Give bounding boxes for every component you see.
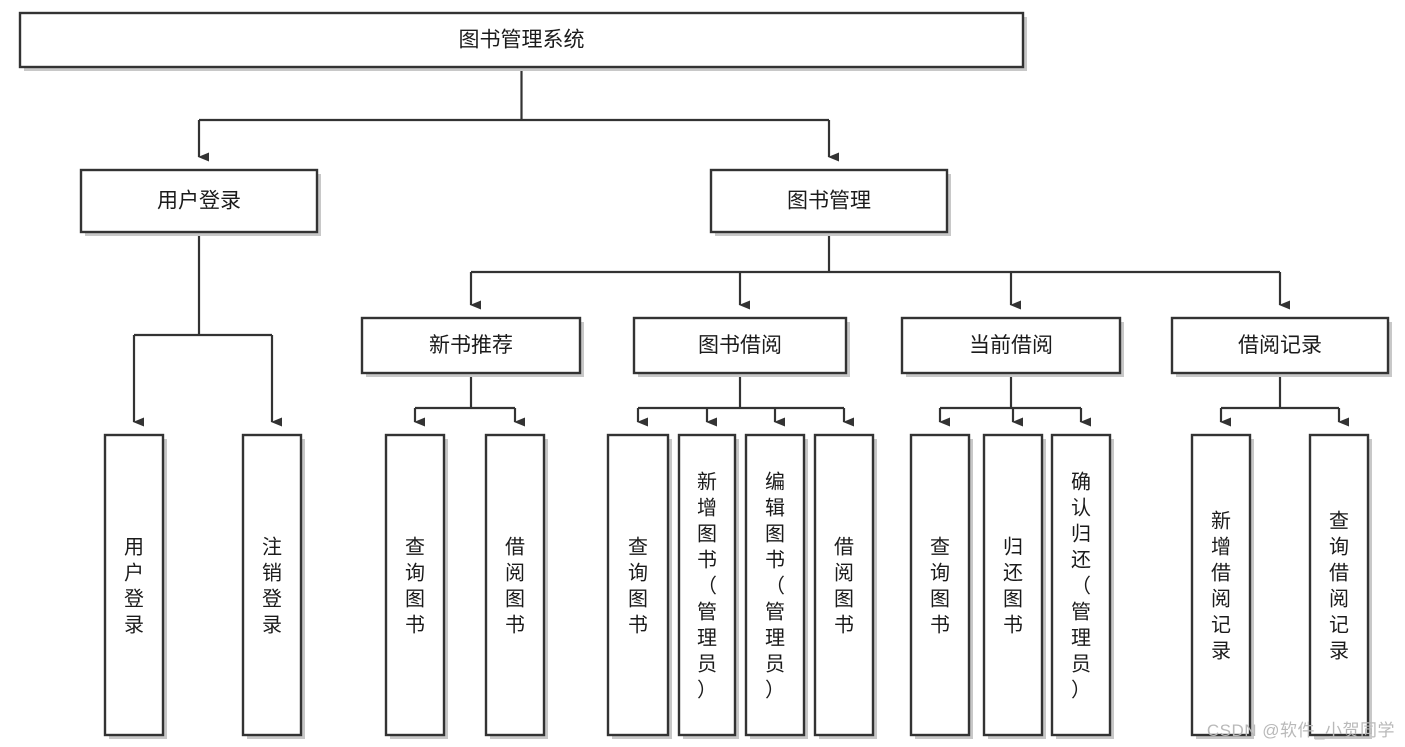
node-rect (18, 11, 1025, 69)
node-rect (103, 433, 165, 737)
node-label: 新增图书（管理员） (697, 470, 717, 701)
node-label: 用户登录 (124, 536, 144, 636)
node-query-book-3[interactable]: 查询图书 (909, 433, 973, 739)
node-add-book-admin[interactable]: 新增图书（管理员） (677, 433, 739, 739)
node-user-logout[interactable]: 注销登录 (241, 433, 305, 739)
node-label: 新书推荐 (429, 334, 513, 357)
node-rect (709, 168, 949, 234)
node-label: 图书借阅 (698, 334, 782, 357)
node-rect (744, 433, 806, 737)
node-rect (813, 433, 875, 737)
connector-layer (132, 67, 1349, 427)
node-label: 新增借阅记录 (1211, 509, 1231, 662)
node-rect (1050, 433, 1112, 737)
node-rect (632, 316, 848, 375)
node-label: 查询图书 (930, 535, 950, 636)
node-query-book-1[interactable]: 查询图书 (384, 433, 448, 739)
node-layer: 图书管理系统用户登录用户登录注销登录图书管理新书推荐查询图书借阅图书图书借阅查询… (18, 11, 1392, 739)
node-label: 借阅记录 (1238, 334, 1322, 357)
node-label: 归还图书 (1003, 535, 1023, 636)
node-borrow-record[interactable]: 借阅记录 (1170, 316, 1392, 377)
node-label: 查询图书 (405, 535, 425, 636)
node-rect (79, 168, 319, 234)
node-rect (900, 316, 1122, 375)
node-label: 借阅图书 (834, 535, 854, 636)
node-rect (1190, 433, 1252, 737)
node-label: 确认归还（管理员） (1071, 470, 1091, 701)
node-label: 查询图书 (628, 535, 648, 636)
node-return-book[interactable]: 归还图书 (982, 433, 1046, 739)
node-rect (1170, 316, 1390, 375)
node-rect (982, 433, 1044, 737)
node-book-manage[interactable]: 图书管理 (709, 168, 951, 236)
node-rect (1308, 433, 1370, 737)
node-label: 当前借阅 (969, 334, 1053, 357)
node-label: 查询借阅记录 (1329, 509, 1349, 662)
node-rect (360, 316, 582, 375)
node-rect (677, 433, 737, 737)
node-confirm-return-admin[interactable]: 确认归还（管理员） (1050, 433, 1114, 739)
node-new-book-recommend[interactable]: 新书推荐 (360, 316, 584, 377)
node-query-borrow-record[interactable]: 查询借阅记录 (1308, 433, 1372, 739)
node-rect (909, 433, 971, 737)
node-rect (384, 433, 446, 737)
node-rect (241, 433, 303, 737)
node-book-borrow[interactable]: 图书借阅 (632, 316, 850, 377)
node-edit-book-admin[interactable]: 编辑图书（管理员） (744, 433, 808, 739)
node-current-borrow[interactable]: 当前借阅 (900, 316, 1124, 377)
node-rect (606, 433, 670, 737)
node-root[interactable]: 图书管理系统 (18, 11, 1027, 71)
watermark-text: CSDN @软件_小贺同学 (1206, 721, 1395, 740)
node-borrow-book-1[interactable]: 借阅图书 (484, 433, 548, 739)
node-add-borrow-record[interactable]: 新增借阅记录 (1190, 433, 1254, 739)
node-label: 图书管理系统 (459, 29, 585, 52)
node-rect (484, 433, 546, 737)
node-label: 图书管理 (787, 190, 871, 213)
node-label: 注销登录 (262, 535, 282, 636)
node-label: 用户登录 (157, 190, 241, 213)
node-borrow-book-2[interactable]: 借阅图书 (813, 433, 877, 739)
node-label: 借阅图书 (505, 535, 525, 636)
node-label: 编辑图书（管理员） (765, 470, 785, 701)
node-user-login-do[interactable]: 用户登录 (103, 433, 167, 739)
node-query-book-2[interactable]: 查询图书 (606, 433, 672, 739)
node-user-login[interactable]: 用户登录 (79, 168, 321, 236)
